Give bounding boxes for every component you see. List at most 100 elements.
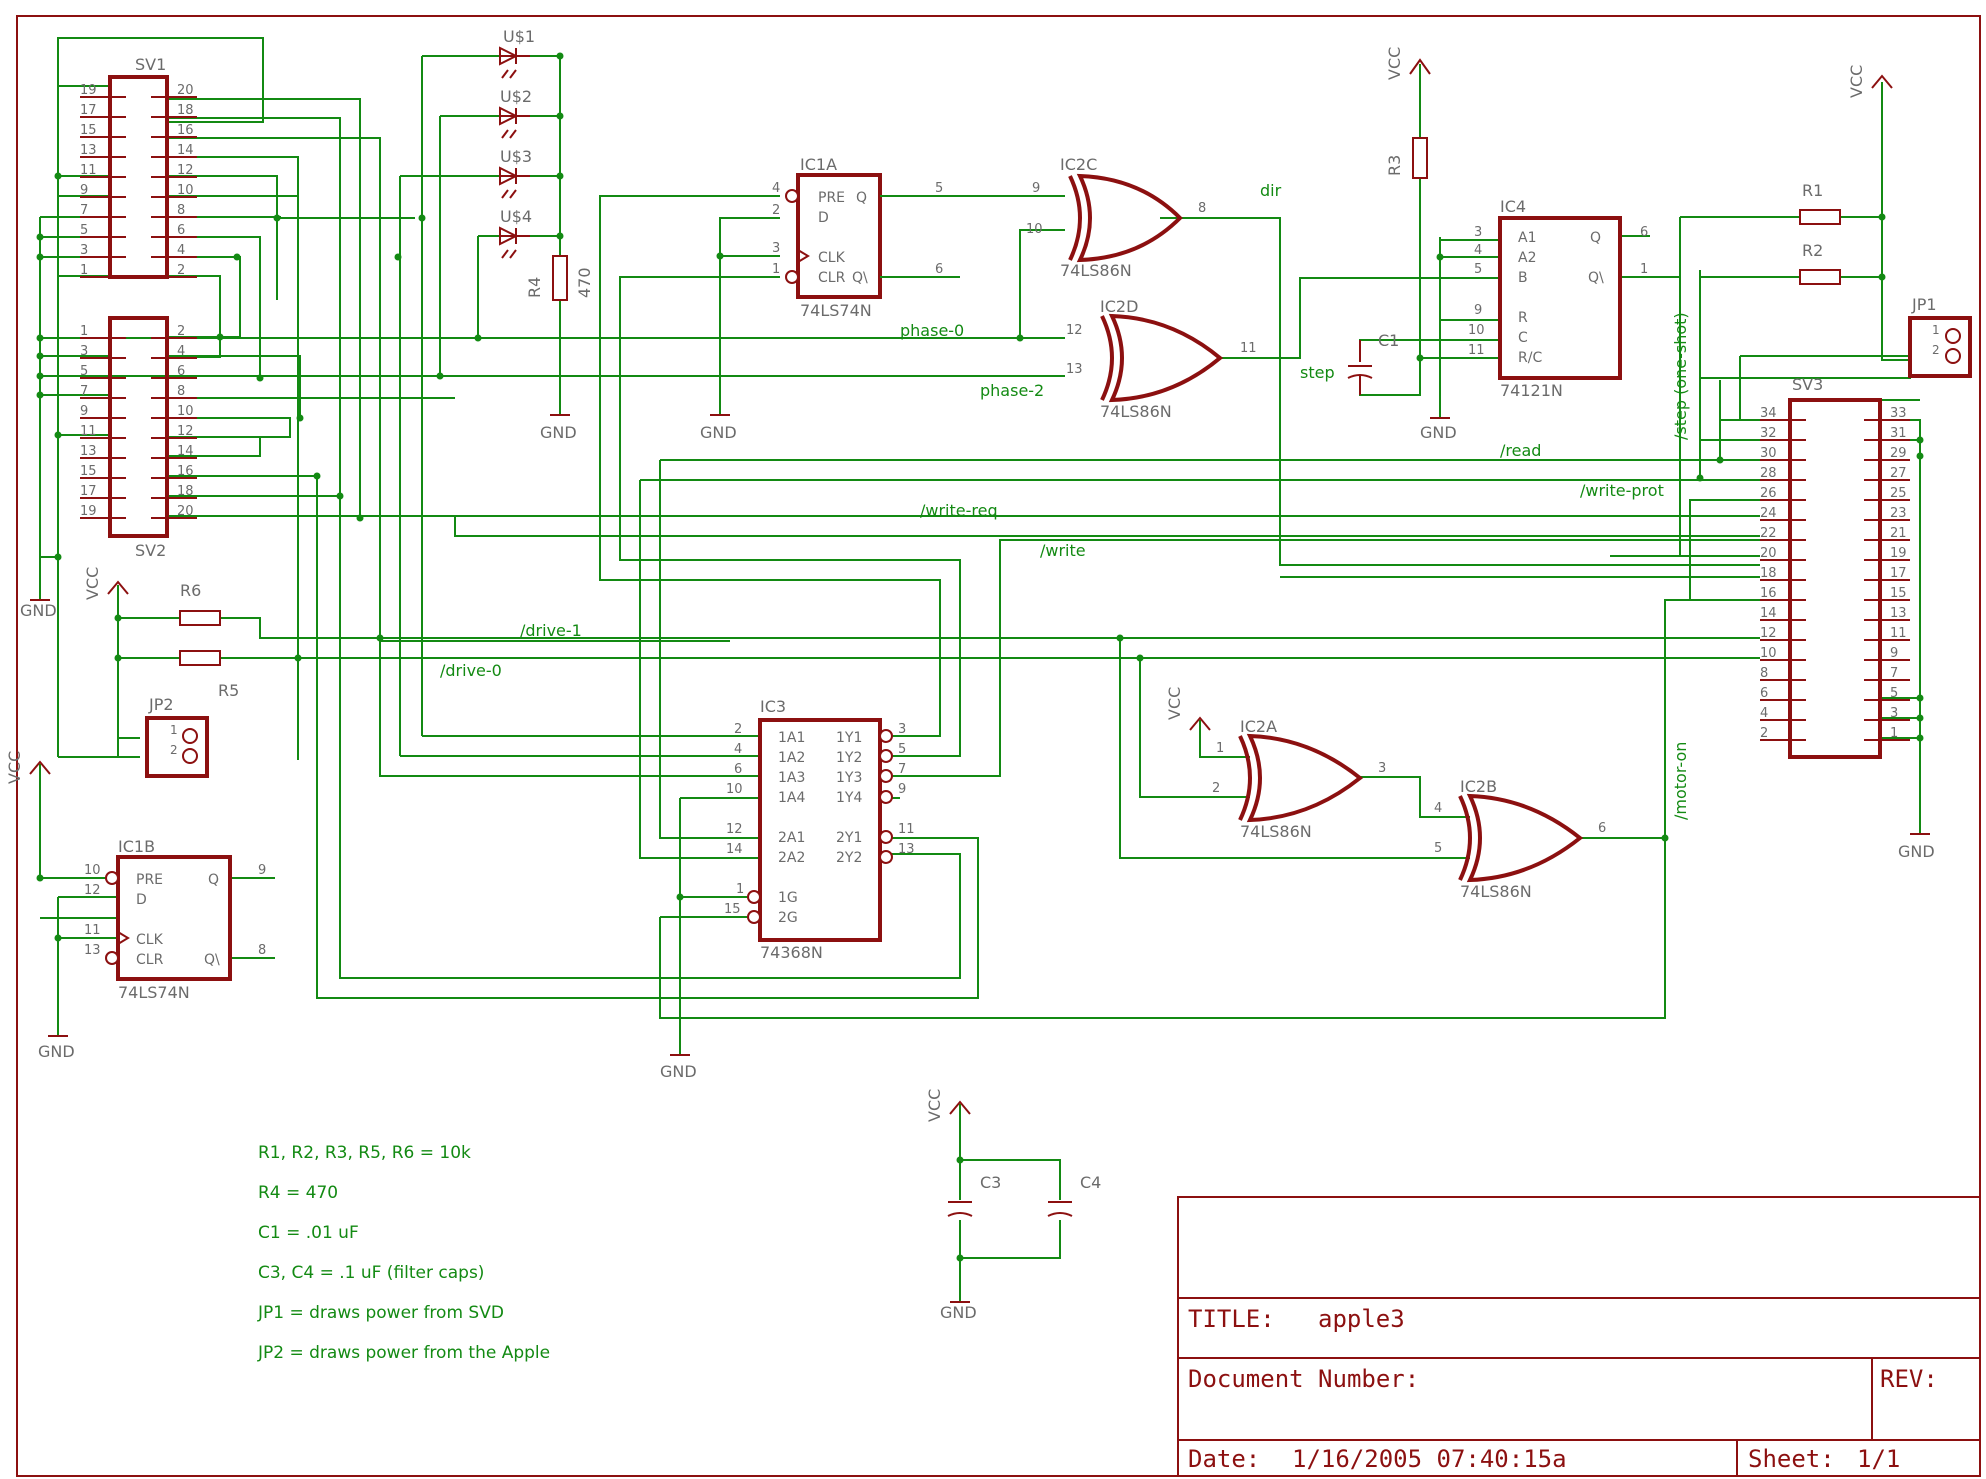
capacitor-c4 <box>1047 1201 1073 1217</box>
ic3-num-7: 7 <box>898 762 906 777</box>
wires <box>39 37 1921 1302</box>
sv1-pin-number: 5 <box>80 223 88 238</box>
sv1-pin-number: 20 <box>177 83 194 98</box>
ic1b-pin-num-12: 12 <box>84 883 101 898</box>
header-pin-numbers: 1917151311975312018161412108642135791113… <box>80 83 1907 741</box>
sv3-pin-number: 13 <box>1890 606 1907 621</box>
ic1a-pin-d: D <box>818 210 829 226</box>
sv1-pin-number: 10 <box>177 183 194 198</box>
ic1a-label: IC1A <box>800 155 837 174</box>
vcc-label-ic2a: VCC <box>1165 687 1184 720</box>
ic4-pin-b: B <box>1518 270 1528 286</box>
ic3-label: IC3 <box>760 697 786 716</box>
ic3-pin-1y2: 1Y2 <box>836 750 862 766</box>
sv2-pin-number: 16 <box>177 464 194 479</box>
sv3-pin-number: 8 <box>1760 666 1768 681</box>
ic4-pin-rc: R/C <box>1518 350 1542 366</box>
jp2-pin-1: 1 <box>170 723 178 737</box>
ic4-num-4: 4 <box>1474 243 1482 258</box>
ic3-pin-2a1: 2A1 <box>778 830 805 846</box>
ic3-pin-1y4: 1Y4 <box>836 790 862 806</box>
rev-label: REV: <box>1880 1365 1938 1393</box>
ic3-body <box>758 718 882 942</box>
jp1-pin-2: 2 <box>1932 343 1940 357</box>
ic2d-type: 74LS86N <box>1100 402 1172 421</box>
sv1-pin-number: 6 <box>177 223 185 238</box>
header-pin-stubs <box>80 96 1910 741</box>
jp2-pin-2: 2 <box>170 743 178 757</box>
net-dir: dir <box>1260 181 1282 200</box>
sv2-pin-number: 10 <box>177 404 194 419</box>
sv3-pin-number: 20 <box>1760 546 1777 561</box>
c1-label: C1 <box>1378 331 1399 350</box>
sv3-pin-number: 1 <box>1890 726 1898 741</box>
ic1b-pin-bubbles <box>105 871 130 965</box>
ic3-num-5: 5 <box>898 742 906 757</box>
ic3-num-15: 15 <box>724 902 741 917</box>
header-sv2 <box>108 316 169 538</box>
sv1-pin-number: 8 <box>177 203 185 218</box>
sv3-pin-number: 19 <box>1890 546 1907 561</box>
ic3-num-14: 14 <box>726 842 743 857</box>
ic3-num-6: 6 <box>734 762 742 777</box>
ic4-num-5: 5 <box>1474 262 1482 277</box>
r2-label: R2 <box>1802 241 1823 260</box>
gnd-label-ic1b: GND <box>38 1042 75 1061</box>
note-jp2: JP2 = draws power from the Apple <box>257 1343 550 1363</box>
ic1a-pin-pre: PRE <box>818 190 845 206</box>
ic1a-pin-clk: CLK <box>818 250 846 266</box>
sv3-pin-number: 24 <box>1760 506 1777 521</box>
ic4-pin-q: Q <box>1590 230 1601 246</box>
resistor-r6 <box>179 610 221 626</box>
ic4-num-11: 11 <box>1468 343 1485 358</box>
ic1b-pin-qn: Q\ <box>204 952 220 968</box>
ic2d-pin-12: 12 <box>1066 323 1083 338</box>
xor-ic2a <box>1238 733 1364 823</box>
ic4-pin-r: R <box>1518 310 1528 326</box>
gnd-label-sv3: GND <box>1898 842 1935 861</box>
ic2a-label: IC2A <box>1240 717 1277 736</box>
sv1-pin-number: 16 <box>177 123 194 138</box>
ic4-pin-a1: A1 <box>1518 230 1536 246</box>
jp1-pin-1: 1 <box>1932 323 1940 337</box>
ic3-pin-2a2: 2A2 <box>778 850 805 866</box>
ic1b-pin-num-8: 8 <box>258 943 266 958</box>
ic1b-pin-pre: PRE <box>136 872 163 888</box>
sv3-pin-number: 14 <box>1760 606 1777 621</box>
ic1a-pin-num-2: 2 <box>772 203 780 218</box>
sv3-pin-number: 27 <box>1890 466 1907 481</box>
ic4-num-3: 3 <box>1474 225 1482 240</box>
ic1a-pin-bubbles <box>785 189 810 284</box>
ic1b-pin-num-11: 11 <box>84 923 101 938</box>
drawing-frame <box>16 15 1981 1477</box>
ic3-num-10: 10 <box>726 782 743 797</box>
ic3-num-1: 1 <box>736 882 744 897</box>
ic3-pin-1a4: 1A4 <box>778 790 805 806</box>
gnd-label-r4: GND <box>540 423 577 442</box>
sv2-pin-number: 1 <box>80 324 88 339</box>
ic3-pin-1y1: 1Y1 <box>836 730 862 746</box>
sv3-label: SV3 <box>1792 375 1823 394</box>
led-u3 <box>499 166 530 199</box>
ic1b-label: IC1B <box>118 837 155 856</box>
ic3-pin-1g: 1G <box>778 890 798 906</box>
resistor-r5 <box>179 650 221 666</box>
note-resistors: R1, R2, R3, R5, R6 = 10k <box>258 1143 471 1163</box>
ic4-label: IC4 <box>1500 197 1526 216</box>
net-drive-0: /drive-0 <box>440 661 502 680</box>
ic2c-pin-8: 8 <box>1198 201 1206 216</box>
ic1a-pin-num-5: 5 <box>935 181 943 196</box>
sv3-pin-number: 16 <box>1760 586 1777 601</box>
sv1-pin-number: 19 <box>80 83 97 98</box>
net-phase-2: phase-2 <box>980 381 1044 400</box>
date-label: Date: <box>1188 1445 1260 1473</box>
title-value: apple3 <box>1318 1305 1405 1333</box>
sv3-pin-number: 7 <box>1890 666 1898 681</box>
ic1b-type: 74LS74N <box>118 983 190 1002</box>
ic3-pin-2y2: 2Y2 <box>836 850 862 866</box>
ic4-body <box>1498 216 1622 380</box>
note-jp1: JP1 = draws power from SVD <box>257 1303 504 1323</box>
sv2-pin-number: 18 <box>177 484 194 499</box>
note-c1: C1 = .01 uF <box>258 1223 359 1243</box>
